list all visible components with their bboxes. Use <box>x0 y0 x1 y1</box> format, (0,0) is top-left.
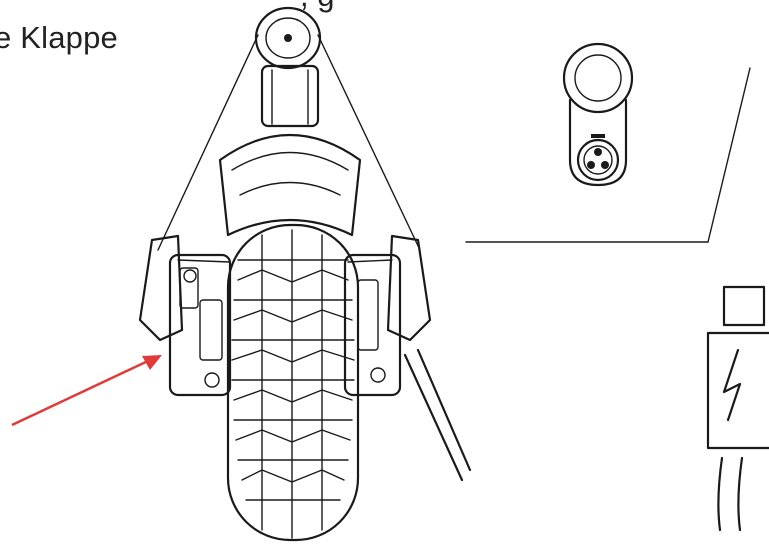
charging-plug-icon <box>706 285 769 532</box>
caption-text: e Klappe <box>0 20 118 55</box>
scooter-rear-wheel-icon <box>138 6 472 542</box>
charging-port-panel <box>465 42 751 243</box>
caption-top-fragment: , g <box>300 0 334 14</box>
pointer-arrow-icon <box>11 355 162 427</box>
charging-port-icon <box>562 42 634 187</box>
